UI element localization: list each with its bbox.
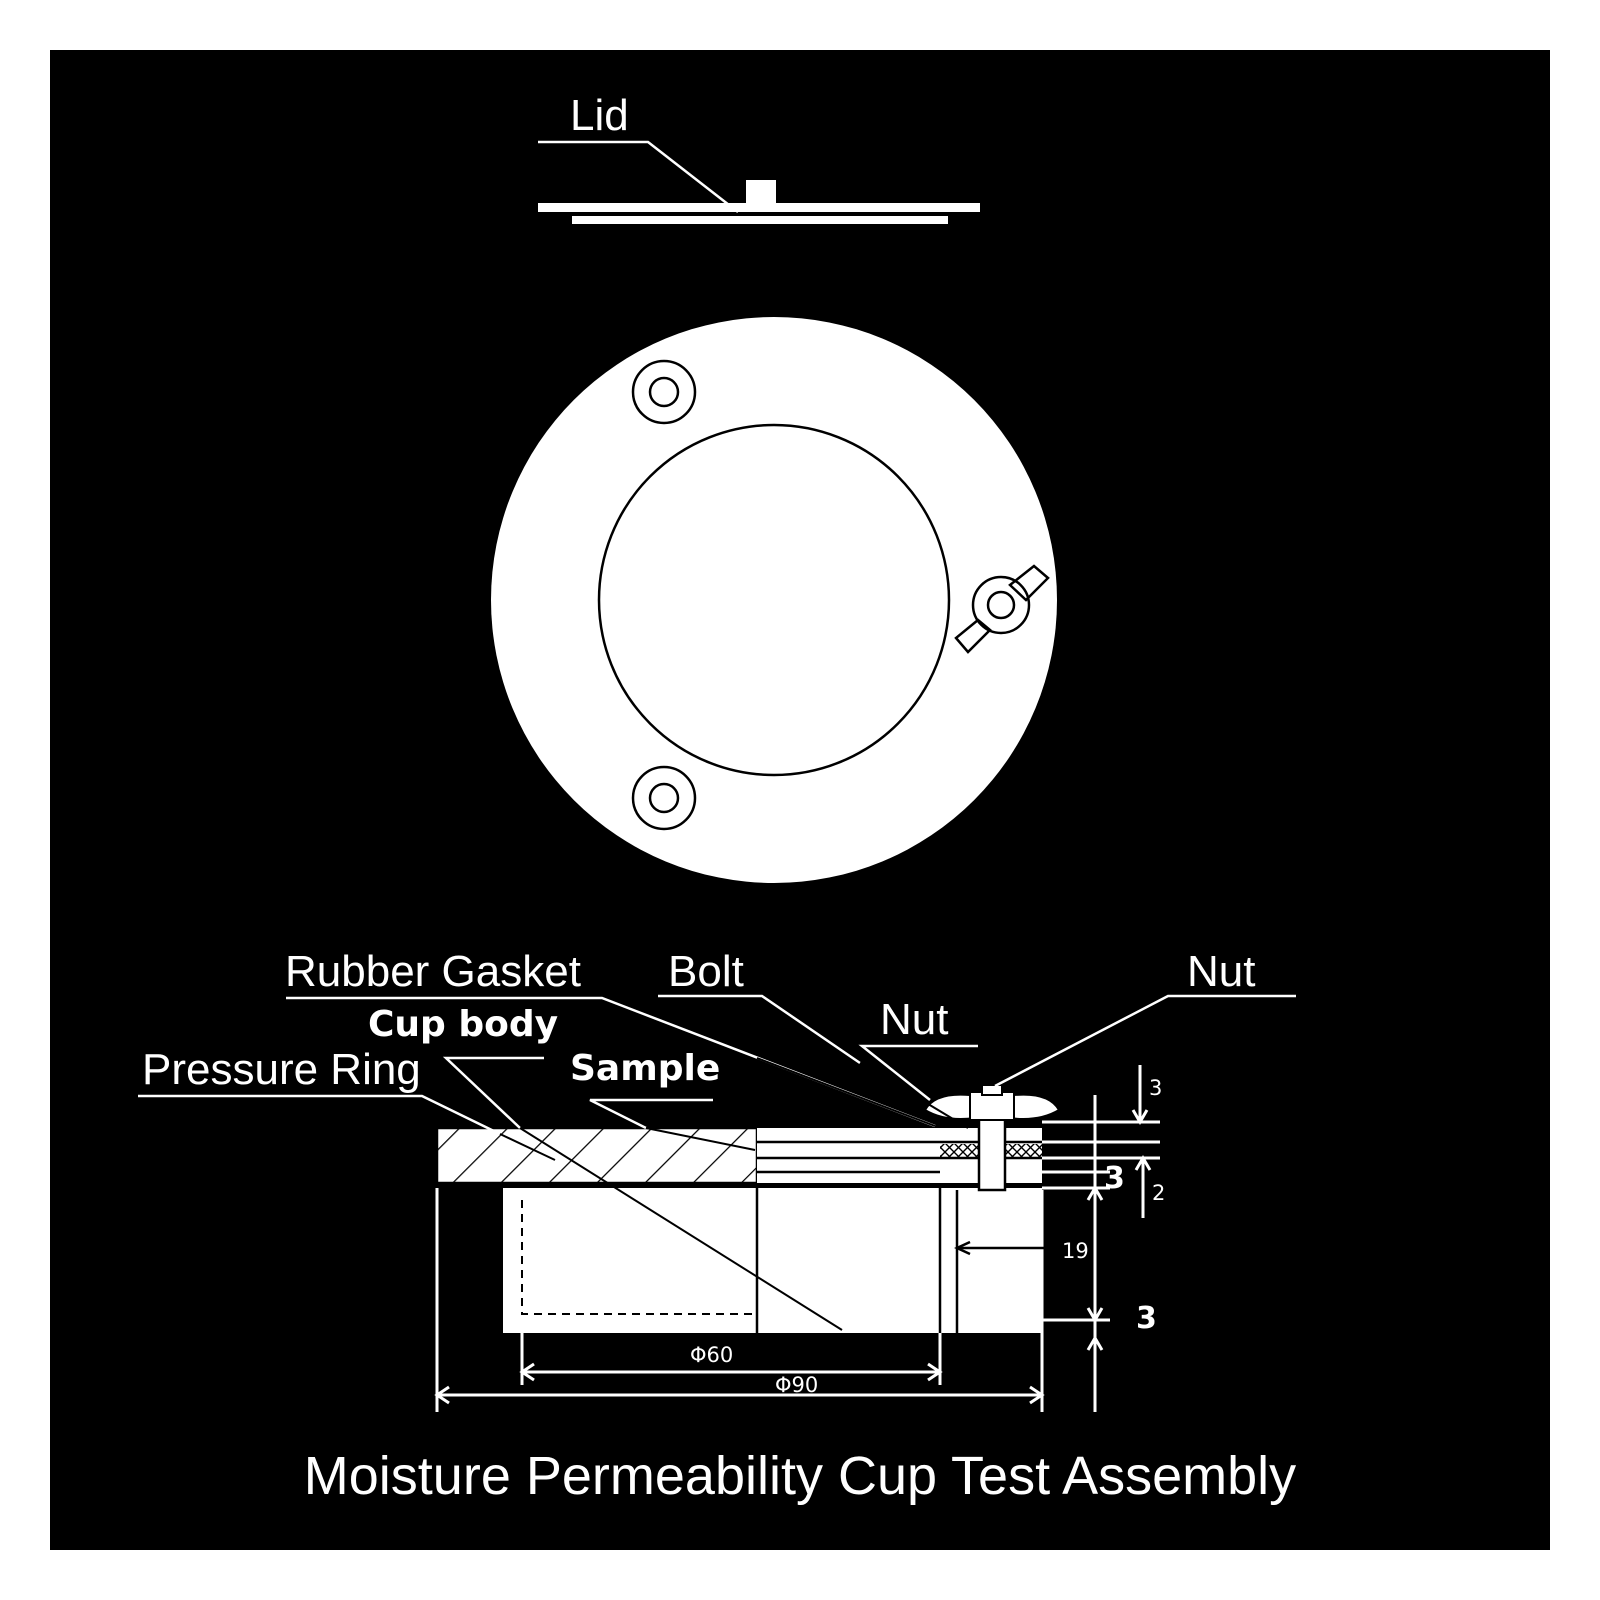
leader-nut-top <box>994 994 1296 1088</box>
label-nut-top: Nut <box>1187 947 1255 996</box>
wing-nut-top-view <box>954 564 1050 654</box>
dim-d90: Φ90 <box>775 1373 818 1397</box>
leader-nut-mid <box>858 1044 978 1101</box>
label-bolt: Bolt <box>668 947 744 996</box>
cup-body-section <box>503 1188 1042 1333</box>
leader-cup-body <box>442 1056 544 1129</box>
lid-leader-line <box>538 140 739 213</box>
bolt-hole-top <box>631 359 697 425</box>
lid-lower-plate <box>572 216 948 224</box>
dim-3-top: 3 <box>1149 1076 1162 1100</box>
label-sample: Sample <box>570 1048 720 1089</box>
bolt-hole-bottom <box>631 765 697 831</box>
label-lid: Lid <box>570 91 629 140</box>
lid-side-view <box>538 140 980 224</box>
lid-plate <box>538 203 980 212</box>
bolt-section <box>977 1114 1007 1192</box>
diagram-title: Moisture Permeability Cup Test Assembly <box>304 1446 1296 1506</box>
outer-ring-disc <box>491 317 1057 883</box>
label-cup-body: Cup body <box>368 1004 558 1045</box>
dim-2: 2 <box>1152 1181 1165 1205</box>
dim-d60: Φ60 <box>690 1343 733 1367</box>
section-view <box>434 1065 1160 1412</box>
lid-knob <box>746 180 776 203</box>
dim-3-mid: 3 <box>1104 1161 1125 1196</box>
wing-nut-section <box>923 1084 1061 1121</box>
label-nut-mid: Nut <box>880 995 948 1044</box>
dim-19: 19 <box>1062 1239 1089 1263</box>
leader-sample <box>589 1098 713 1130</box>
leader-pressure-ring <box>138 1094 501 1136</box>
leader-bolt <box>658 994 861 1065</box>
cup-inner-dashed <box>521 1200 757 1315</box>
label-pressure-ring: Pressure Ring <box>142 1045 421 1094</box>
dim-3-bottom: 3 <box>1136 1301 1157 1336</box>
label-rubber-gasket: Rubber Gasket <box>285 947 581 996</box>
inner-opening-circle <box>597 423 951 777</box>
top-view <box>491 317 1057 883</box>
